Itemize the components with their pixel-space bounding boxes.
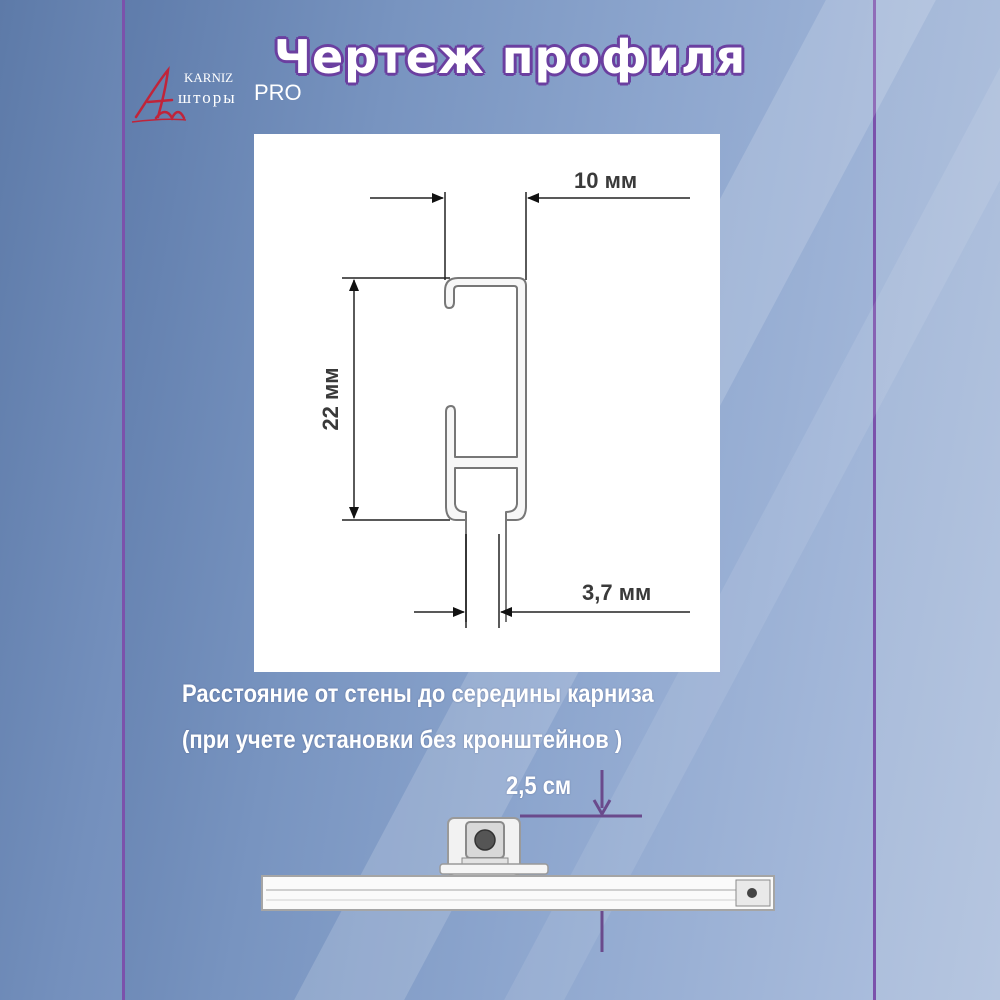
- profile-drawing-panel: 10 мм 22 мм 3,7 мм: [254, 134, 720, 672]
- width-label: 10 мм: [574, 168, 637, 193]
- curtain-runner: [439, 817, 549, 877]
- slot-dimension: 3,7 мм: [414, 534, 690, 628]
- height-dimension: 22 мм: [318, 277, 450, 521]
- page-title: Чертеж профиля: [273, 30, 747, 84]
- height-label: 22 мм: [318, 367, 343, 430]
- caption-line-1: Расстояние от стены до середины карниза: [182, 680, 654, 708]
- brand-logo: KARNIZ шторы PRO: [128, 62, 308, 132]
- distance-value: 2,5 см: [506, 772, 572, 800]
- logo-top-text: KARNIZ: [184, 70, 234, 85]
- caption-line-2: (при учете установки без кронштейнов ): [182, 726, 623, 754]
- distance-indicator: [520, 770, 642, 952]
- signature-icon: [131, 65, 187, 123]
- logo-main-text: шторы: [178, 88, 237, 107]
- rail-profile: [261, 875, 775, 911]
- slot-label: 3,7 мм: [582, 580, 651, 605]
- width-dimension: 10 мм: [370, 168, 690, 280]
- logo-suffix-text: PRO: [254, 80, 302, 105]
- profile-drawing: 10 мм 22 мм 3,7 мм: [318, 168, 690, 628]
